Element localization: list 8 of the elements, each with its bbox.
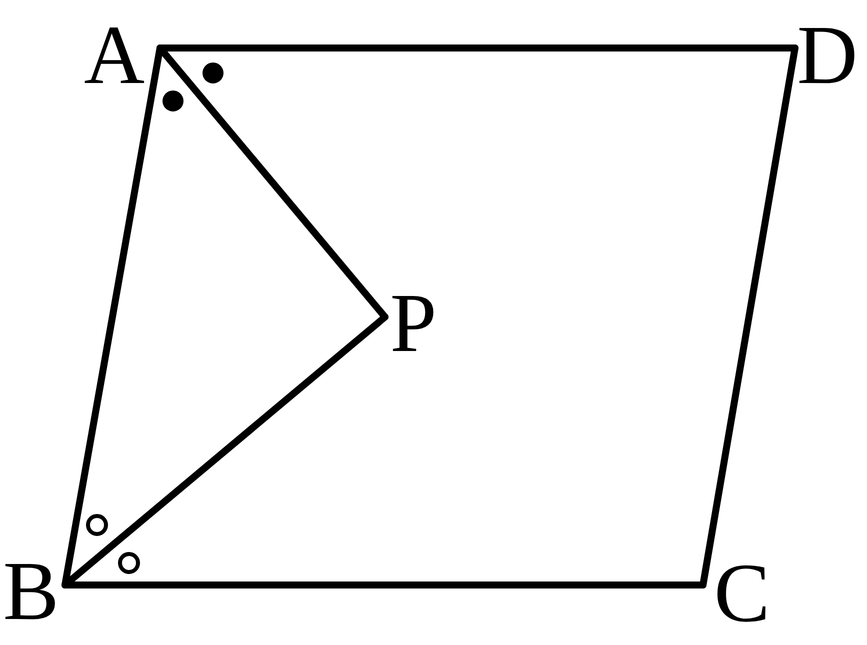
- vertex-label: B: [3, 550, 60, 634]
- line-segment: [62, 314, 388, 588]
- line-segment: [62, 582, 706, 588]
- vertex-label: D: [797, 14, 858, 98]
- vertex-label: C: [714, 552, 770, 636]
- line-segment: [156, 44, 798, 52]
- vertex-label: P: [390, 282, 437, 366]
- vertex-label: A: [84, 14, 145, 98]
